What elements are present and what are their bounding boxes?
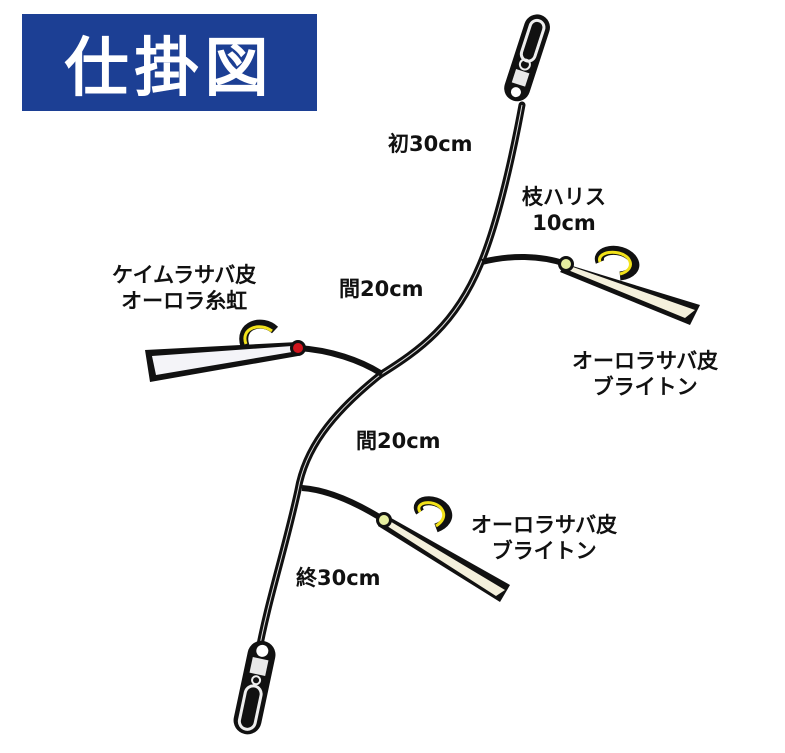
luminous-bead-icon: [379, 515, 389, 525]
hook-icon: [598, 250, 632, 276]
branch-upper-right: [481, 245, 700, 325]
red-bead-icon: [293, 343, 303, 353]
branch-line-label-1: 枝ハリス: [522, 185, 606, 209]
hook-icon: [417, 501, 446, 528]
hook-right-lower-label: オーロラサバ皮 ブライトン: [471, 512, 617, 564]
hook-right-upper-label: オーロラサバ皮 ブライトン: [572, 348, 718, 400]
branch-line-label-2: 10cm: [532, 211, 596, 235]
title-banner: 仕掛図: [22, 14, 317, 111]
bottom-snap-swivel-icon: [233, 640, 276, 735]
hook-left-label-1: ケイムラサバ皮: [112, 263, 257, 287]
interval-2-label: 間20cm: [356, 429, 441, 453]
hook-right-upper-label-1: オーロラサバ皮: [572, 349, 719, 373]
top-snap-swivel-icon: [504, 14, 550, 102]
luminous-bead-icon: [561, 259, 571, 269]
hook-right-lower-label-2: ブライトン: [491, 539, 597, 563]
hook-right-lower-label-1: オーロラサバ皮: [471, 513, 618, 537]
branch-left: [145, 319, 384, 382]
leader-top-label: 初30cm: [388, 132, 473, 156]
leader-bottom-label: 終30cm: [296, 566, 381, 590]
hook-left-label: ケイムラサバ皮 オーロラ糸虹: [112, 262, 256, 314]
interval-1-label: 間20cm: [339, 277, 424, 301]
hook-right-upper-label-2: ブライトン: [592, 375, 698, 399]
hook-icon: [243, 325, 273, 345]
branch-line-label: 枝ハリス 10cm: [522, 184, 606, 236]
branch-lower-right: [301, 485, 510, 602]
hook-left-label-2: オーロラ糸虹: [121, 289, 248, 313]
page-title: 仕掛図: [64, 31, 275, 106]
